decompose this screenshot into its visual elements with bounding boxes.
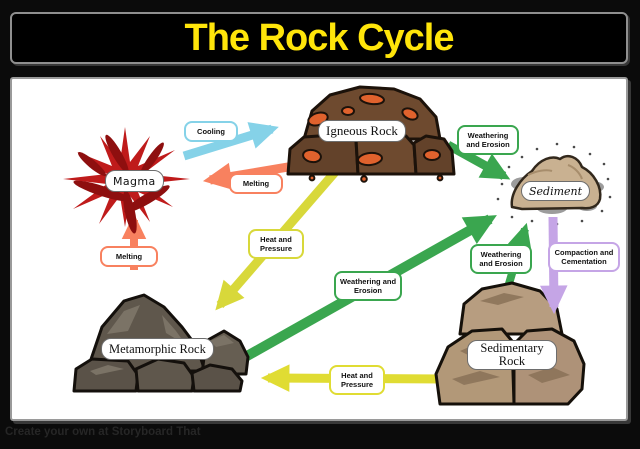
- heat-pressure-igneous-label-text: Heat and Pressure: [259, 235, 293, 253]
- title-bar: The Rock Cycle: [10, 12, 628, 64]
- melting-metamorphic-label-text: Melting: [115, 252, 143, 261]
- heat-pressure-sedimentary-label-text: Heat and Pressure: [340, 371, 374, 389]
- weathering-metamorphic-label-text: Weathering and Erosion: [339, 277, 397, 295]
- compaction-label: Compaction and Cementation: [548, 242, 620, 272]
- igneous-label-text: Igneous Rock: [326, 123, 398, 138]
- compaction-label-text: Compaction and Cementation: [554, 248, 614, 266]
- sedimentary-label-text: Sedimentary Rock: [480, 340, 544, 368]
- heat-pressure-igneous-label: Heat and Pressure: [248, 229, 304, 259]
- metamorphic-label-text: Metamorphic Rock: [109, 341, 206, 356]
- melting-metamorphic-label: Melting: [100, 246, 158, 267]
- magma-label-text: Magma: [113, 174, 156, 188]
- cooling-label: Cooling: [184, 121, 238, 142]
- cooling-label-text: Cooling: [197, 127, 225, 136]
- melting-igneous-label-text: Melting: [242, 179, 270, 188]
- weathering-metamorphic-label: Weathering and Erosion: [334, 271, 402, 301]
- magma-node-label: Magma: [105, 170, 164, 192]
- page-title: The Rock Cycle: [184, 17, 455, 59]
- weathering-sedimentary-label: Weathering and Erosion: [470, 244, 532, 274]
- igneous-node-label: Igneous Rock: [318, 120, 406, 142]
- diagram-panel: Cooling Melting Melting Heat and Pressur…: [10, 77, 628, 421]
- heat-pressure-sedimentary-label: Heat and Pressure: [329, 365, 385, 395]
- weathering-sedimentary-label-text: Weathering and Erosion: [479, 250, 523, 268]
- melting-igneous-label: Melting: [229, 173, 283, 194]
- sediment-node-label: Sediment: [521, 181, 591, 201]
- sedimentary-node-label: Sedimentary Rock: [467, 340, 557, 370]
- watermark-text: Create your own at Storyboard That: [5, 426, 201, 438]
- metamorphic-node-label: Metamorphic Rock: [101, 338, 214, 360]
- weathering-igneous-label: Weathering and Erosion: [457, 125, 519, 155]
- sediment-label-text: Sediment: [529, 184, 583, 198]
- cooling-arrow: [182, 122, 279, 161]
- weathering-igneous-label-text: Weathering and Erosion: [466, 131, 510, 149]
